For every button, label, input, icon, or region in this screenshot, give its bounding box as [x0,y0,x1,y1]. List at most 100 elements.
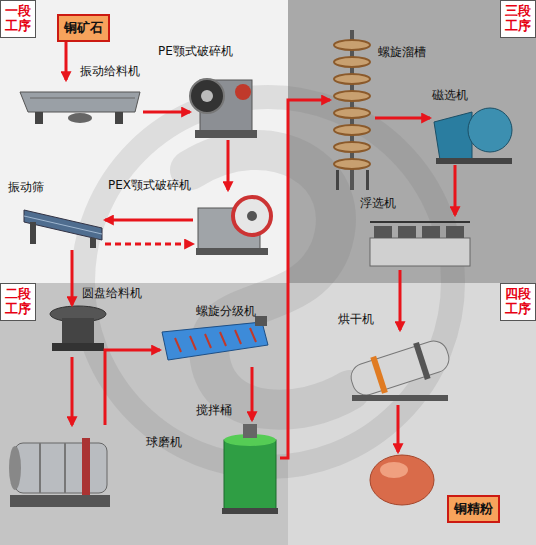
spiral-chute-part-part [334,40,370,50]
machine-node: 圆盘给料机 [48,305,106,357]
material-box: 铜矿石 [57,14,110,42]
copper-concentrate [370,455,434,505]
spiral-classifier-part [255,316,267,326]
machine-label: 螺旋溜槽 [378,45,426,59]
logo-watermark-part [190,150,350,410]
spiral-classifier-part [175,328,256,352]
machine-node: PEX颚式破碎机 [193,190,273,255]
ball-mill-part [9,446,21,490]
product-node: 铜精粉 [368,452,498,524]
machine-label: 浮选机 [360,196,396,210]
jaw-crusher-part [201,90,213,102]
vibrating-feeder-part [20,92,140,112]
machine-node: 螺旋溜槽 [330,30,375,190]
stage-header: 三段工序 [500,0,536,38]
agitation-tank-part [224,440,276,510]
fine-jaw-crusher-part [196,248,268,255]
rotary-dryer-part-part [348,337,453,398]
spiral-chute [334,30,370,190]
flow-arrow [105,350,160,425]
ball-mill-part [64,443,66,493]
magnetic-separator [434,108,512,164]
spiral-chute-part [336,170,339,190]
fine-jaw-crusher [196,197,271,255]
rotary-dryer-part [352,395,448,401]
fine-jaw-crusher-part [233,197,271,235]
flotation-machine-part [422,226,440,238]
stage-header: 一段工序 [0,0,36,38]
stage-title: 二段工序 [5,287,31,317]
ball-mill-part [39,443,41,493]
vibrating-screen [24,210,102,248]
flotation-machine-part [398,226,416,238]
vibrating-feeder-part [35,112,43,124]
copper-concentrate-part [370,455,434,505]
rotary-dryer-part-part [413,342,430,380]
machine-node: 振动筛 [20,200,105,250]
spiral-classifier [162,316,268,360]
flotation-machine [370,222,470,266]
spiral-chute-part [366,170,369,190]
machine-node: PE颚式破碎机 [190,65,260,140]
vibrating-screen-part [30,222,36,244]
machine-node: 球磨机 [5,425,115,515]
spiral-classifier-part [162,322,268,360]
jaw-crusher-part [235,84,251,100]
flow-arrow [251,367,254,420]
machine-label: 烘干机 [338,312,374,326]
copper-concentrate-part [380,462,408,478]
machine-node: 磁选机 [430,105,515,165]
agitation-tank [222,424,278,514]
stage-title: 三段工序 [505,4,531,34]
flow-arrow [454,165,457,215]
rotary-dryer-part [347,334,454,401]
spiral-chute-part [334,40,370,169]
spiral-chute-part-part [334,91,370,101]
rotary-dryer [347,334,454,401]
vibrating-feeder [20,92,140,124]
flotation-machine-part [374,226,392,238]
machine-label: 磁选机 [432,88,468,102]
logo-watermark [83,97,453,467]
flow-arrow [71,357,74,425]
flow-arrow [227,140,230,190]
machine-label: 螺旋分级机 [196,304,256,318]
flow-arrow [399,270,402,330]
flow-arrow [375,117,430,120]
product-name: 铜精粉 [447,495,500,523]
machine-node: 浮选机 [368,215,473,270]
fine-jaw-crusher-part [247,211,257,221]
spiral-chute-part-part [334,57,370,67]
stage-title: 四段工序 [505,287,531,317]
machine-label: PE颚式破碎机 [158,44,233,58]
vibrating-screen-part [90,238,96,248]
machine-node: 烘干机 [345,330,455,405]
flotation-machine-part [446,226,464,238]
vibrating-feeder-part [115,112,123,124]
flotation-machine-part [370,221,470,223]
spiral-chute-part-part [334,74,370,84]
machine-node: 搅拌桶 [220,420,280,515]
flow-arrow [65,42,68,80]
magnetic-separator-part [436,158,512,164]
magnetic-separator-part [434,112,472,160]
logo-watermark-part [83,97,453,467]
flow-arrow [280,100,330,458]
disc-feeder-part [52,343,104,351]
jaw-crusher [190,79,257,138]
ball-mill [9,438,110,507]
machine-label: 圆盘给料机 [82,286,142,300]
vibrating-feeder-part [68,113,92,123]
spiral-chute-part-part [334,142,370,152]
ball-mill-part [10,495,110,507]
machine-label: 搅拌桶 [196,403,232,417]
spiral-chute-part-part [334,125,370,135]
machine-label: PEX颚式破碎机 [108,178,191,192]
flotation-machine-part [370,238,470,266]
flow-arrow [105,243,193,246]
stage-header: 二段工序 [0,283,36,321]
rotary-dryer-part-part [370,356,387,394]
